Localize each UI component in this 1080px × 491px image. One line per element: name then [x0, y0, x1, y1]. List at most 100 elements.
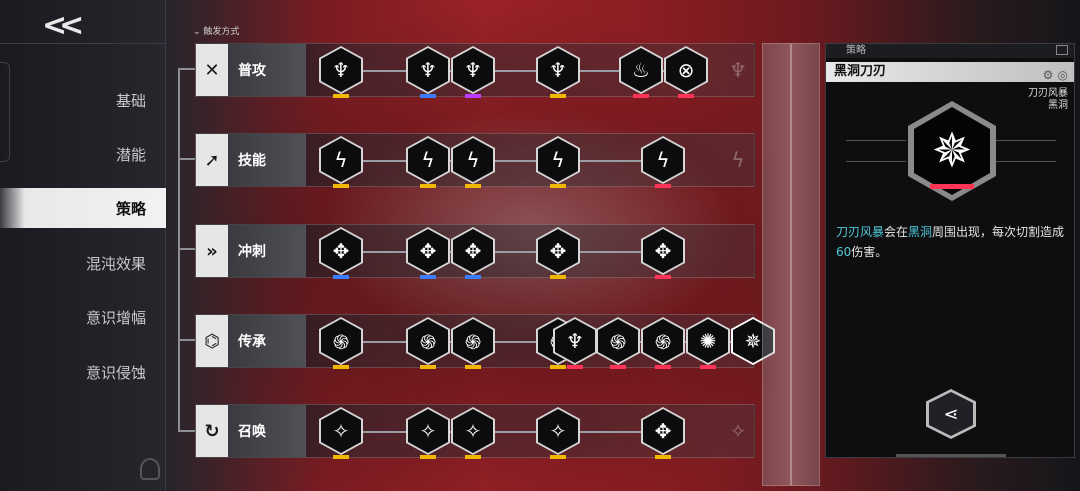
trident-icon: ♆: [729, 58, 747, 82]
strategy-node-locked: ϟ: [716, 136, 760, 184]
slash-icon: ϟ: [731, 148, 745, 172]
profile-badge-icon[interactable]: [140, 458, 160, 480]
strategy-node[interactable]: ✥: [536, 227, 580, 279]
strategy-row-inheritance: ⌬ 传承 ֍ ֍ ֍ ֍ ♆ ֍ ֍ ✺ ✵: [195, 314, 775, 369]
chevron-down-icon: ⌄: [193, 27, 204, 37]
strategy-node[interactable]: ϟ: [451, 136, 495, 188]
vortex-icon: ֍: [321, 319, 361, 363]
four-arrows-icon: ✥: [538, 229, 578, 273]
scroll-track[interactable]: [762, 43, 820, 486]
panel-tag-secondary: 黑洞: [1048, 100, 1068, 111]
category-inheritance[interactable]: ⌬ 传承: [196, 315, 306, 367]
trigger-mode-text: 触发方式: [203, 27, 240, 37]
strategy-node[interactable]: ✺: [686, 317, 730, 369]
strategy-node-locked: ♆: [716, 46, 760, 94]
sidebar-item-chaos-effect[interactable]: 混沌效果: [85, 254, 146, 273]
strategy-node[interactable]: ֍: [451, 317, 495, 369]
strategy-node[interactable]: ♆: [553, 317, 597, 369]
sidebar-divider: [0, 43, 166, 44]
strategy-node[interactable]: ֍: [406, 317, 450, 369]
back-button[interactable]: <<: [42, 8, 84, 43]
desc-highlight: 刀刃风暴: [836, 225, 885, 239]
category-label: 冲刺: [238, 244, 266, 260]
panel-bottom-bar: [896, 454, 1006, 457]
strategy-node[interactable]: ֍: [596, 317, 640, 369]
crossed-swords-icon: ✕: [204, 59, 220, 81]
panel-title: 黑洞刀刃 ⚙ ◎: [826, 62, 1074, 82]
category-normal-attack[interactable]: ✕ 普攻: [196, 44, 306, 96]
category-dash[interactable]: » 冲刺: [196, 225, 306, 277]
sidebar-item-potential[interactable]: 潜能: [115, 145, 146, 164]
strategy-node[interactable]: ⊗: [664, 46, 708, 98]
sidebar-item-strategy[interactable]: 策略: [0, 188, 166, 228]
strategy-row-summon: ↻ 召唤 ✧ ✧ ✧ ✧ ✥ ✧: [195, 404, 755, 459]
panel-description: 刀刃风暴会在黑洞周围出现，每次切割造成60伤害。: [836, 222, 1066, 262]
sidebar-item-basic[interactable]: 基础: [115, 91, 146, 110]
circuit-decoration: [996, 140, 1056, 162]
desc-highlight: 60: [836, 245, 852, 259]
crosshair-icon: ⊗: [666, 48, 706, 92]
desc-text: 伤害。: [851, 245, 888, 259]
blade-storm-icon: ✵: [914, 107, 990, 195]
strategy-row-dash: » 冲刺 ✥ ✥ ✥ ✥ ✥: [195, 224, 755, 279]
strategy-node[interactable]: ✧: [319, 407, 363, 459]
detail-panel: 策略 黑洞刀刃 ⚙ ◎ 刀刃风暴 黑洞 ✵ 刀刃风暴会在黑洞周围出现，每次切割造…: [825, 43, 1075, 458]
category-skill[interactable]: ➚ 技能: [196, 134, 306, 186]
category-label: 技能: [238, 153, 266, 169]
gear-icon: ⚙ ◎: [1042, 68, 1068, 82]
strategy-node[interactable]: ♆: [319, 46, 363, 98]
desc-text: 周围出现，每次切割造成: [932, 225, 1065, 239]
strategy-node[interactable]: ♨: [619, 46, 663, 98]
blade-storm-icon: ✵: [733, 319, 773, 363]
trigger-mode-label[interactable]: ⌄ 触发方式: [193, 24, 239, 37]
sidebar-item-consciousness-erosion[interactable]: 意识侵蚀: [85, 363, 146, 382]
sparkle-icon: ✧: [538, 409, 578, 453]
strategy-node[interactable]: ♆: [406, 46, 450, 98]
sparkle-icon: ✧: [453, 409, 493, 453]
four-arrows-icon: ✥: [643, 229, 683, 273]
four-arrows-icon: ✥: [643, 409, 683, 453]
sidebar-item-consciousness-boost[interactable]: 意识增幅: [85, 308, 146, 327]
strategy-node[interactable]: ✥: [451, 227, 495, 279]
strategy-node[interactable]: ♆: [536, 46, 580, 98]
strategy-node[interactable]: ϟ: [406, 136, 450, 188]
strategy-node[interactable]: ֍: [319, 317, 363, 369]
desc-text: 会在: [884, 225, 909, 239]
strategy-node[interactable]: ✥: [406, 227, 450, 279]
flame-icon: ♨: [621, 48, 661, 92]
share-button[interactable]: ⋖: [926, 389, 976, 439]
rarity-mark: [930, 184, 974, 189]
connector-line: [361, 70, 671, 72]
strategy-node[interactable]: ✥: [319, 227, 363, 279]
strategy-node-selected[interactable]: ✵: [731, 317, 775, 365]
strategy-node[interactable]: ϟ: [641, 136, 685, 188]
connector-line: [361, 251, 671, 253]
strategy-node[interactable]: ✧: [406, 407, 450, 459]
vortex-icon: ֍: [643, 319, 683, 363]
category-summon[interactable]: ↻ 召唤: [196, 405, 306, 457]
summon-icon: ↻: [204, 420, 220, 442]
dash-icon: »: [206, 240, 218, 262]
category-label: 传承: [238, 334, 266, 350]
strategy-node[interactable]: ϟ: [319, 136, 363, 188]
strategy-node[interactable]: ϟ: [536, 136, 580, 188]
strategy-row-normal-attack: ✕ 普攻 ♆ ♆ ♆ ♆ ♨ ⊗ ♆: [195, 43, 755, 98]
vortex-icon: ֍: [453, 319, 493, 363]
category-label: 召唤: [238, 424, 266, 440]
strategy-node[interactable]: ✧: [451, 407, 495, 459]
strategy-node[interactable]: ♆: [451, 46, 495, 98]
strategy-node[interactable]: ֍: [641, 317, 685, 369]
sparkle-icon: ✧: [408, 409, 448, 453]
panel-tag-primary: 刀刃风暴: [1028, 88, 1068, 99]
strategy-row-skill: ➚ 技能 ϟ ϟ ϟ ϟ ϟ ϟ: [195, 133, 755, 188]
strategy-node[interactable]: ✥: [641, 407, 685, 459]
sparkle-icon: ✧: [321, 409, 361, 453]
category-label: 普攻: [238, 63, 266, 79]
share-icon: ⋖: [929, 392, 973, 436]
vortex-icon: ֍: [598, 319, 638, 363]
circuit-decoration: [846, 140, 906, 162]
strategy-node[interactable]: ✧: [536, 407, 580, 459]
strategy-node[interactable]: ✥: [641, 227, 685, 279]
close-icon[interactable]: [1056, 45, 1068, 55]
connector-line: [361, 431, 671, 433]
